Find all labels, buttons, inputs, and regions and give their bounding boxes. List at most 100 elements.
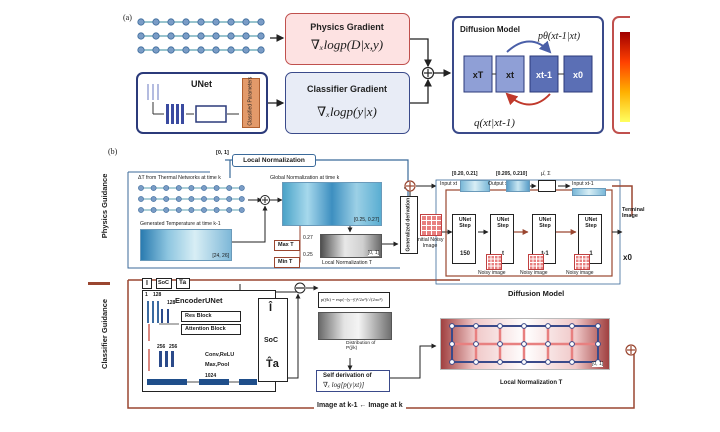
unet-step-label: UNet Step: [458, 217, 472, 229]
encoder-unet-title: EncoderUNet: [175, 296, 223, 305]
noisy-image-label: Noisy image: [566, 270, 594, 276]
dim-1: 1: [145, 292, 148, 298]
node-graph-a: [137, 18, 265, 54]
unet-step-num: t-1: [541, 251, 549, 257]
classified-parameters-box: Classified Parameters: [242, 77, 260, 128]
unet-layers-icon: [147, 84, 239, 124]
pred-ta: T̂a: [266, 358, 279, 370]
grid-node: [449, 323, 455, 329]
unet-step-num: t: [502, 251, 504, 257]
pred-soc: SoC: [264, 337, 278, 344]
graph-node: [201, 196, 207, 202]
noisy-image-grid: [486, 254, 502, 270]
input-i-box: I: [142, 278, 152, 289]
input-range-left: [0.20, 0.21]: [452, 171, 478, 177]
global-norm-label: Global Normalization at time k: [270, 175, 340, 181]
mu-sigma-box: μ̂, Σ: [538, 171, 556, 192]
grid-node: [545, 359, 551, 365]
input-xt-image: [460, 180, 490, 192]
dim-256b: 256: [169, 344, 178, 350]
input-ta-box: Ta: [176, 278, 190, 289]
gaussian-formula: p(ŷk) = exp(−(y−ŷ)²/2σ²)/√(2πσ²): [321, 297, 383, 302]
graph-node: [212, 46, 220, 54]
graph-node: [152, 32, 160, 40]
generalized-derivation-label: Generalized derivation: [405, 197, 412, 252]
graph-node: [163, 207, 170, 213]
min-t-value: 0.25: [303, 252, 313, 258]
graph-node: [238, 196, 245, 202]
grid-node: [521, 359, 527, 365]
diffusion-title-a: Diffusion Model: [460, 25, 520, 34]
physics-gradient-box: Physics Gradient ∇ₓlogp(D|x,y): [285, 13, 410, 65]
input-i-label: I: [146, 280, 148, 287]
local-norm-big-range: [0, 1]: [592, 361, 604, 368]
input-xt1-label: Input xt-1: [572, 181, 594, 187]
graph-node: [212, 32, 220, 40]
unet-step-label: UNet Step: [584, 217, 598, 229]
diffusion-state-3: x0: [563, 55, 593, 93]
graph-node: [150, 185, 157, 191]
global-norm-range: [0.25, 0.27]: [353, 216, 379, 223]
unet-step-num: 1: [589, 251, 593, 257]
graph-node: [226, 196, 233, 202]
pred-i: Î: [269, 302, 273, 314]
res-block: Res Block: [181, 311, 241, 322]
graph-node: [242, 18, 250, 26]
grid-node: [473, 323, 479, 329]
grid-node: [545, 323, 551, 329]
noisy-image-label: Noisy image: [478, 270, 506, 276]
physics-gradient-formula: ∇ₓlogp(D|x,y): [310, 37, 384, 52]
self-derivation-title: Self derivation of: [323, 373, 372, 379]
graph-node: [182, 18, 190, 26]
graph-node: [197, 32, 205, 40]
graph-node: [227, 32, 235, 40]
grid-node: [449, 359, 455, 365]
colorbar-edge: [612, 16, 630, 134]
graph-node: [188, 185, 195, 191]
delta-t-node-graph: [138, 185, 245, 213]
input-soc-label: SoC: [158, 280, 169, 286]
terminal-image-label: Terminal Image: [622, 207, 645, 219]
classifier-gradient-box: Classifier Gradient ∇ₓlogp(y|x): [285, 72, 410, 134]
graph-node: [226, 207, 233, 213]
diffusion-state-label: x0: [573, 70, 583, 80]
graph-node: [201, 207, 207, 213]
grid-node: [569, 323, 575, 329]
graph-node: [227, 18, 235, 26]
graph-node: [197, 18, 205, 26]
max-pool-label: Max,Pool: [205, 362, 230, 368]
graph-node: [137, 32, 145, 40]
panel-a-connectors: [268, 34, 452, 107]
noisy-image-label: Noisy image: [520, 270, 548, 276]
classifier-gradient-formula: ∇ₓlogp(y|x): [317, 104, 377, 119]
graph-node: [175, 207, 182, 213]
min-t-box: Min T: [274, 257, 300, 268]
input-xt1-image: [572, 188, 606, 196]
delta-t-label: ΔT from Thermal Networks at time k: [138, 175, 221, 181]
noisy-image-grid: [528, 254, 544, 270]
reverse-process-formula: pθ(xt-1|xt): [538, 31, 581, 42]
graph-node: [242, 32, 250, 40]
input-range-right: [0.205, 0.210]: [496, 171, 528, 177]
generated-temp-range: [24, 26]: [212, 252, 229, 259]
grid-node: [473, 359, 479, 365]
graph-node: [150, 196, 157, 202]
dim-256a: 256: [157, 344, 166, 350]
graph-node: [138, 185, 144, 191]
grid-node: [569, 359, 575, 365]
generated-temp-image: [24, 26]: [140, 229, 232, 261]
x0-label: x0: [623, 253, 632, 262]
graph-node: [138, 207, 144, 213]
grid-node: [473, 341, 479, 347]
local-norm-small-label: Local Normalization T: [322, 260, 373, 266]
graph-node: [212, 18, 220, 26]
grid-node: [497, 341, 503, 347]
grid-node: [449, 341, 455, 347]
unet-box-a: UNet Classified Parameters: [136, 72, 268, 134]
graph-node: [138, 196, 144, 202]
input-xt-label: Input xt: [440, 181, 458, 187]
graph-node: [242, 46, 250, 54]
dim-128b: 128: [167, 300, 176, 306]
